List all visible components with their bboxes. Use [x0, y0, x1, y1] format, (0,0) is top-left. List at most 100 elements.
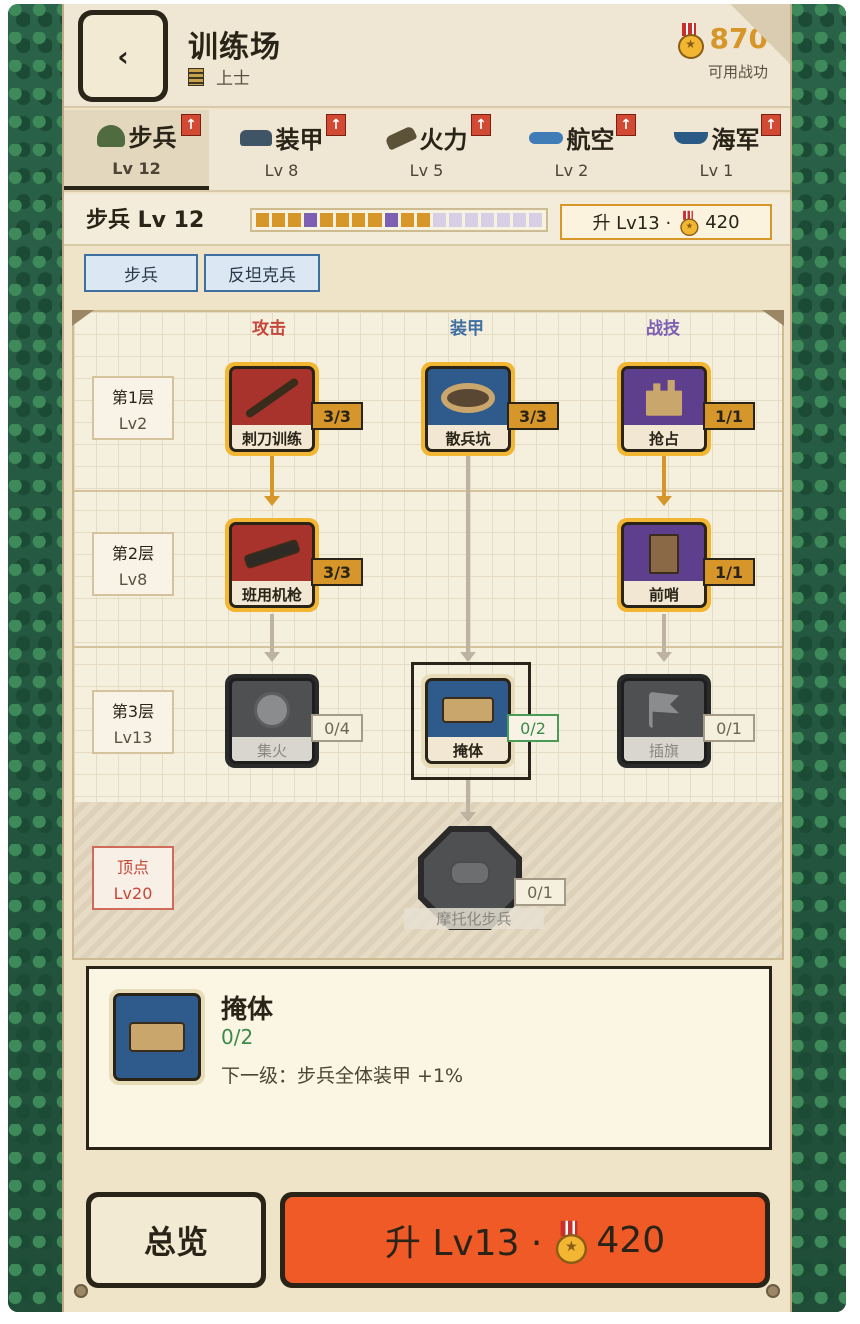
- progress-segment: [464, 213, 478, 227]
- progress-segment: [529, 213, 543, 227]
- upgrade-button[interactable]: 升 Lv13 · 420: [280, 1192, 770, 1288]
- chip-infantry[interactable]: 步兵: [84, 254, 198, 292]
- skill-node-cover[interactable]: 掩体: [421, 674, 515, 768]
- tier-divider: [74, 490, 782, 492]
- sandbag-icon: [129, 1022, 185, 1052]
- skill-count-outpost: 1/1: [703, 558, 755, 586]
- connector-arrow: [460, 652, 476, 662]
- medal-icon: [680, 210, 699, 236]
- connector-line: [662, 614, 666, 652]
- foxhole-icon: [441, 382, 495, 413]
- skill-node-foxhole[interactable]: 散兵坑: [421, 362, 515, 456]
- rifle-icon: [244, 376, 300, 419]
- tab-level: Lv 5: [409, 161, 444, 180]
- tab-label: 火力: [419, 126, 468, 154]
- connector-arrow: [264, 652, 280, 662]
- progress-segment: [288, 213, 302, 227]
- overview-label: 总览: [91, 1197, 261, 1283]
- skill-node-capture[interactable]: 抢占: [617, 362, 711, 456]
- skill-count-focus-fire: 0/4: [311, 714, 363, 742]
- corner-bracket: [72, 310, 94, 326]
- tab-label: 航空: [566, 126, 615, 154]
- tank-icon: [239, 129, 272, 146]
- tab-level: Lv 2: [554, 161, 589, 180]
- progress-segment: [352, 213, 366, 227]
- upgrade-arrow-icon: ↑: [471, 114, 491, 136]
- column-title-tactics: 战技: [646, 319, 680, 339]
- tier-level: Lv2: [118, 413, 148, 433]
- tier-level: Lv8: [118, 569, 148, 589]
- tier-name: 顶点: [116, 857, 149, 877]
- rank-row: 上士: [188, 64, 250, 89]
- connector-arrow: [460, 812, 476, 822]
- progress-segment: [448, 213, 462, 227]
- tier-name: 第2层: [111, 543, 155, 563]
- tab-infantry[interactable]: 步兵 Lv 12 ↑: [64, 110, 209, 190]
- tab-label: 步兵: [128, 124, 177, 152]
- tab-level: Lv 1: [699, 161, 734, 180]
- upgrade-arrow-icon: ↑: [181, 114, 201, 136]
- bolt-decoration: [766, 1284, 780, 1298]
- chevron-left-icon: ‹: [83, 15, 163, 97]
- medal-icon: [677, 22, 704, 59]
- chip-anti-tank[interactable]: 反坦克兵: [204, 254, 320, 292]
- connector-line: [270, 456, 274, 496]
- progress-segment: [432, 213, 446, 227]
- apex-tier-label: 顶点 Lv20: [92, 846, 174, 910]
- skill-node-squad-mg[interactable]: 班用机枪: [225, 518, 319, 612]
- level-progress-bar: [250, 208, 548, 232]
- corner-decoration: [730, 4, 790, 64]
- progress-segment: [400, 213, 414, 227]
- corner-bracket: [762, 310, 784, 326]
- tab-aviation[interactable]: 航空 Lv 2 ↑: [499, 110, 644, 190]
- upgrade-level-mini-button[interactable]: 升 Lv13 · 420: [560, 204, 772, 240]
- watchtower-icon: [649, 533, 679, 574]
- progress-segment: [256, 213, 270, 227]
- bolt-decoration: [74, 1284, 88, 1298]
- currency-label: 可用战功: [707, 63, 768, 81]
- skill-name-motorized-infantry: 摩托化步兵: [404, 908, 544, 929]
- connector-line: [466, 778, 470, 814]
- motorcycle-icon: [450, 861, 490, 886]
- tier-level: Lv13: [113, 727, 153, 747]
- tier-2-label: 第2层 Lv8: [92, 532, 174, 596]
- tier-level: Lv20: [113, 883, 153, 903]
- detail-progress: 0/2: [221, 1025, 254, 1049]
- plane-icon: [528, 131, 563, 144]
- header: ‹ 训练场 上士 870 可用战功: [64, 4, 790, 108]
- tab-armor[interactable]: 装甲 Lv 8 ↑: [209, 110, 354, 190]
- progress-segment: [320, 213, 334, 227]
- detail-description: 下一级：步兵全体装甲 +1%: [221, 1065, 464, 1087]
- unit-type-chips: 步兵 反坦克兵: [84, 254, 320, 292]
- overview-button[interactable]: 总览: [86, 1192, 266, 1288]
- medal-icon: [556, 1220, 588, 1264]
- column-title-attack: 攻击: [252, 319, 286, 339]
- skill-count-foxhole: 3/3: [507, 402, 559, 430]
- progress-segment: [513, 213, 527, 227]
- tab-firepower[interactable]: 火力 Lv 5 ↑: [354, 110, 499, 190]
- skill-node-bayonet[interactable]: 刺刀训练: [225, 362, 319, 456]
- skill-node-outpost[interactable]: 前哨: [617, 518, 711, 612]
- skill-name: 散兵坑: [445, 430, 491, 449]
- progress-segment: [368, 213, 382, 227]
- skill-node-focus-fire[interactable]: 集火: [225, 674, 319, 768]
- tier-3-label: 第3层 Lv13: [92, 690, 174, 754]
- helmet-icon: [96, 124, 125, 147]
- skill-count-cover: 0/2: [507, 714, 559, 742]
- skill-name: 集火: [256, 742, 287, 761]
- skill-count-plant-flag: 0/1: [703, 714, 755, 742]
- branch-level-bar: 步兵 Lv 12 升 Lv13 · 420: [64, 194, 790, 246]
- tier-divider: [74, 646, 782, 648]
- back-button[interactable]: ‹: [78, 10, 168, 102]
- upgrade-label: 升 Lv13 ·: [384, 1223, 543, 1264]
- skill-name: 掩体: [452, 742, 483, 761]
- connector-arrow: [656, 496, 672, 506]
- skill-count-bayonet: 3/3: [311, 402, 363, 430]
- tier-name: 第3层: [111, 701, 155, 721]
- tier-name: 第1层: [111, 387, 155, 407]
- skill-node-plant-flag[interactable]: 插旗: [617, 674, 711, 768]
- forest-background-left: [8, 4, 64, 1312]
- tab-navy[interactable]: 海军 Lv 1 ↑: [644, 110, 789, 190]
- rank-chevron-icon: [188, 67, 204, 86]
- connector-line: [270, 614, 274, 652]
